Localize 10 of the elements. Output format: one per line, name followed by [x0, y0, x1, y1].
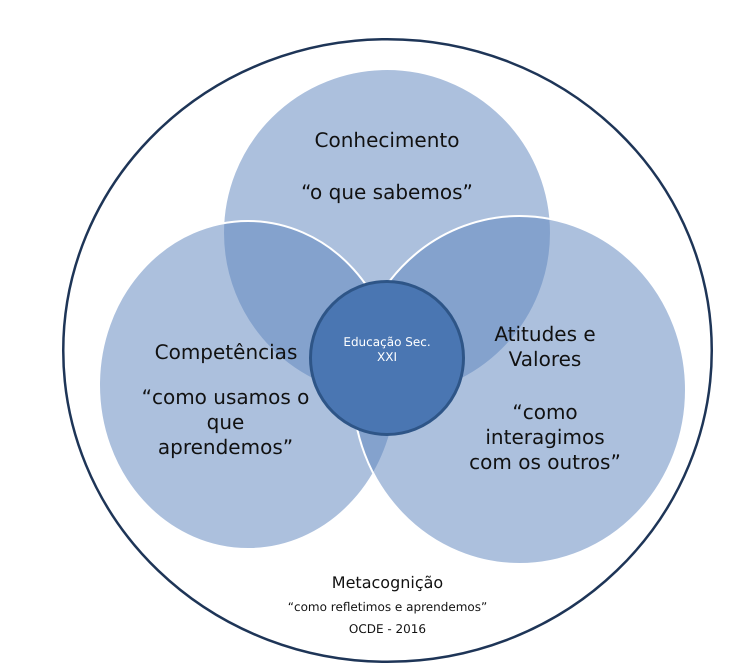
heading-text: Atitudes e Valores	[493, 322, 597, 372]
quote-text: “como usamos o que aprendemos”	[140, 385, 310, 460]
heading-text: Conhecimento	[314, 128, 460, 153]
quote-text: “como refletimos e aprendemos”	[286, 600, 488, 615]
center-text: Educação Sec. XXI	[342, 335, 432, 365]
title-text: Metacognição	[330, 573, 444, 593]
quote-text: “o que sabemos”	[300, 180, 474, 205]
heading-text: Competências	[154, 340, 298, 365]
source-text: OCDE - 2016	[348, 622, 428, 637]
quote-text: “como interagimos com os outros”	[468, 400, 622, 475]
